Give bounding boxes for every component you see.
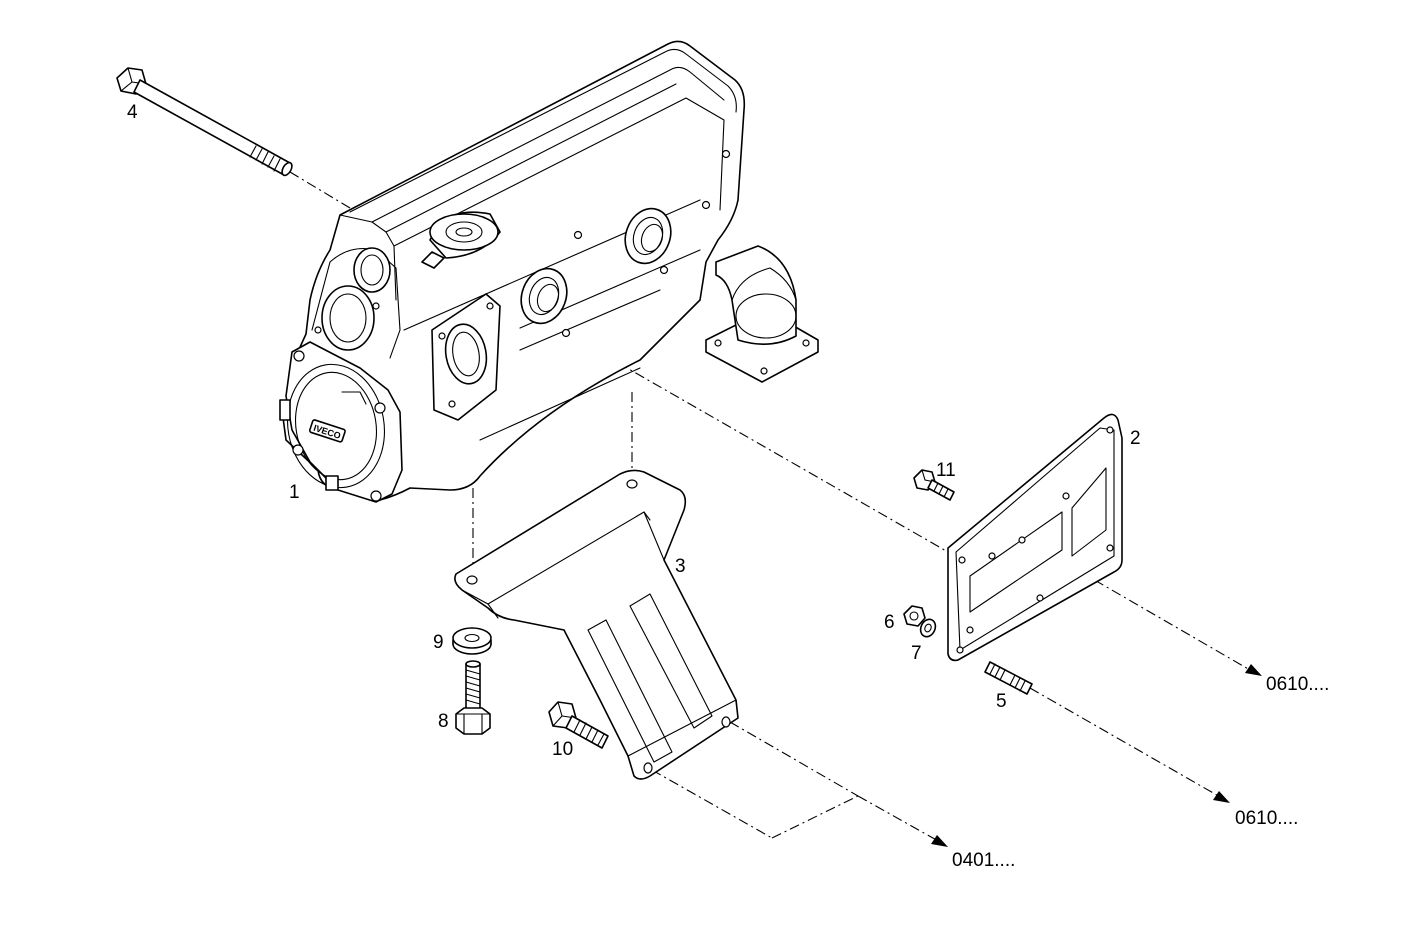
label-part-7: 7 <box>911 643 922 664</box>
label-part-5: 5 <box>996 691 1007 712</box>
bolt-10 <box>548 701 609 749</box>
bracket-holes <box>466 479 731 774</box>
label-part-11: 11 <box>936 460 956 481</box>
label-part-3: 3 <box>675 556 686 577</box>
bolt-8 <box>455 660 491 735</box>
housing-holes <box>561 149 731 338</box>
nut-6 <box>903 605 926 627</box>
label-part-9: 9 <box>433 632 444 653</box>
reference-bracket: 0401.... <box>952 850 1015 871</box>
part-labels: 1 2 3 4 5 6 7 8 9 10 11 <box>127 102 1141 760</box>
reference-lower: 0610.... <box>1235 808 1298 829</box>
reference-labels: 0610.... 0610.... 0401.... <box>952 674 1329 871</box>
gasket-plate <box>947 413 1123 662</box>
stud-5 <box>984 661 1033 695</box>
label-part-1: 1 <box>289 482 300 503</box>
left-flange <box>311 247 401 359</box>
label-part-6: 6 <box>884 612 895 633</box>
assembly-lines <box>289 171 1251 843</box>
support-bracket <box>454 469 739 780</box>
port-rings <box>520 207 672 325</box>
arrow-heads <box>931 664 1262 847</box>
arrow-head-upper <box>1245 664 1262 676</box>
gasket-holes <box>956 426 1114 654</box>
reference-upper: 0610.... <box>1266 674 1329 695</box>
label-part-8: 8 <box>438 711 449 732</box>
label-part-10: 10 <box>552 739 573 760</box>
washer-7 <box>919 618 937 638</box>
filler-cap <box>421 211 501 269</box>
end-cover: IVECO <box>279 341 403 503</box>
label-part-2: 2 <box>1130 428 1141 449</box>
inlet-flange <box>431 293 501 421</box>
arrow-head-bracket <box>931 835 948 847</box>
arrow-head-lower <box>1213 791 1230 803</box>
bolt-11 <box>913 469 955 501</box>
main-housing: IVECO <box>279 40 819 503</box>
label-part-4: 4 <box>127 102 138 123</box>
outlet-elbow <box>705 245 819 383</box>
washer-9 <box>452 627 492 655</box>
bolt-long <box>116 67 293 177</box>
